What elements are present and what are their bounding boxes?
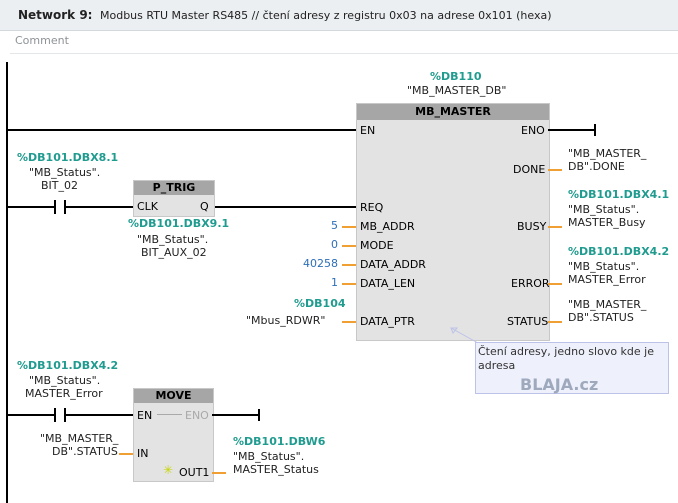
contact1-name-line2[interactable]: BIT_02 [41, 179, 79, 192]
power-rail [6, 62, 8, 503]
contact2-tag[interactable]: %DB101.DBX4.2 [17, 359, 119, 372]
comment-placeholder: Comment [15, 34, 69, 47]
tooltip-pointer [450, 327, 479, 344]
pin-data-len[interactable]: DATA_LEN [360, 277, 416, 290]
mb-master-instance-name[interactable]: "MB_MASTER_DB" [407, 84, 507, 97]
p-trig-title: P_TRIG [134, 181, 214, 195]
move-eno-wire-end [258, 409, 260, 421]
mb-addr-value[interactable]: 5 [331, 219, 338, 232]
network-title: Network 9: [18, 8, 93, 22]
en-wire [8, 129, 356, 131]
busy-tag[interactable]: %DB101.DBX4.1 [568, 188, 670, 201]
comment-tooltip-text: Čtení adresy, jedno slovo kde je adresa [478, 345, 654, 372]
comment-tooltip[interactable] [475, 342, 669, 394]
status-name-line1[interactable]: "MB_MASTER_ [568, 298, 647, 311]
breakpoint-star-icon: ✳ [163, 463, 174, 477]
eno-wire-end [594, 124, 596, 136]
move-out-connector [212, 472, 226, 474]
mode-value[interactable]: 0 [331, 238, 338, 251]
p-trig-pin-q[interactable]: Q [200, 200, 209, 213]
move-eno-wire [212, 414, 259, 416]
pin-error[interactable]: ERROR [511, 277, 550, 290]
pin-data-addr[interactable]: DATA_ADDR [360, 258, 426, 271]
error-name-line2[interactable]: MASTER_Error [568, 273, 646, 286]
contact2-name-line2[interactable]: MASTER_Error [25, 387, 103, 400]
watermark: BLAJA.cz [520, 375, 599, 394]
move-block[interactable] [133, 388, 214, 482]
error-tag[interactable]: %DB101.DBX4.2 [568, 245, 670, 258]
busy-name-line2[interactable]: MASTER_Busy [568, 216, 646, 229]
mode-connector [342, 245, 356, 247]
done-name-line1[interactable]: "MB_MASTER_ [568, 147, 647, 160]
eno-wire [548, 129, 596, 131]
move-in-name-line1[interactable]: "MB_MASTER_ [40, 432, 119, 445]
pin-en[interactable]: EN [360, 124, 376, 137]
move-pin-en[interactable]: EN [137, 409, 153, 422]
pin-busy[interactable]: BUSY [517, 220, 547, 233]
p-trig-pin-clk[interactable]: CLK [137, 200, 159, 213]
contact2-name-line1[interactable]: "MB_Status". [29, 374, 101, 387]
contact1-name-line1[interactable]: "MB_Status". [29, 166, 101, 179]
rung-wire [8, 206, 54, 208]
done-name-line2[interactable]: DB".DONE [568, 160, 625, 173]
p-trig-tag[interactable]: %DB101.DBX9.1 [128, 217, 230, 230]
data-ptr-tag[interactable]: %DB104 [294, 297, 346, 310]
move-out-tag[interactable]: %DB101.DBW6 [233, 435, 326, 448]
mb-addr-connector [342, 226, 356, 228]
move-en-eno-line [157, 414, 182, 415]
rung-wire [66, 206, 133, 208]
error-connector [548, 283, 562, 285]
data-ptr-name[interactable]: "Mbus_RDWR" [246, 314, 326, 327]
comment-field[interactable] [10, 31, 678, 54]
p-trig-name-line2[interactable]: BIT_AUX_02 [141, 246, 207, 259]
rung2-wire [66, 414, 133, 416]
data-addr-connector [342, 264, 356, 266]
pin-data-ptr[interactable]: DATA_PTR [360, 315, 415, 328]
status-connector [548, 321, 562, 323]
rung-wire [214, 206, 356, 208]
data-len-connector [342, 283, 356, 285]
rung2-wire [8, 414, 54, 416]
mb-master-title: MB_MASTER [357, 104, 549, 120]
busy-name-line1[interactable]: "MB_Status". [568, 203, 640, 216]
move-pin-eno[interactable]: ENO [185, 409, 209, 422]
move-in-connector [119, 453, 133, 455]
error-name-line1[interactable]: "MB_Status". [568, 260, 640, 273]
busy-connector [548, 226, 562, 228]
done-connector [548, 169, 562, 171]
data-addr-value[interactable]: 40258 [303, 257, 338, 270]
move-out-name-line1[interactable]: "MB_Status". [233, 450, 305, 463]
move-pin-in[interactable]: IN [137, 447, 149, 460]
move-in-name-line2[interactable]: DB".STATUS [52, 445, 118, 458]
pin-status[interactable]: STATUS [507, 315, 549, 328]
contact2-left-bar [54, 408, 56, 422]
mb-master-instance-tag[interactable]: %DB110 [430, 70, 482, 83]
contact2-right-bar [64, 408, 66, 422]
move-title: MOVE [134, 389, 213, 403]
contact-left-bar [54, 200, 56, 214]
pin-mb-addr[interactable]: MB_ADDR [360, 220, 415, 233]
move-out-name-line2[interactable]: MASTER_Status [233, 463, 319, 476]
network-header[interactable] [0, 0, 678, 31]
pin-mode[interactable]: MODE [360, 239, 394, 252]
p-trig-name-line1[interactable]: "MB_Status". [137, 233, 209, 246]
pin-eno[interactable]: ENO [521, 124, 545, 137]
contact1-tag[interactable]: %DB101.DBX8.1 [17, 151, 119, 164]
move-pin-out1[interactable]: OUT1 [179, 466, 210, 479]
mb-master-block[interactable] [356, 103, 550, 341]
pin-req[interactable]: REQ [360, 201, 384, 214]
data-len-value[interactable]: 1 [331, 276, 338, 289]
data-ptr-connector [342, 321, 356, 323]
network-description[interactable]: Modbus RTU Master RS485 // čtení adresy … [100, 9, 552, 22]
contact-right-bar [64, 200, 66, 214]
status-name-line2[interactable]: DB".STATUS [568, 311, 634, 324]
pin-done[interactable]: DONE [513, 163, 546, 176]
